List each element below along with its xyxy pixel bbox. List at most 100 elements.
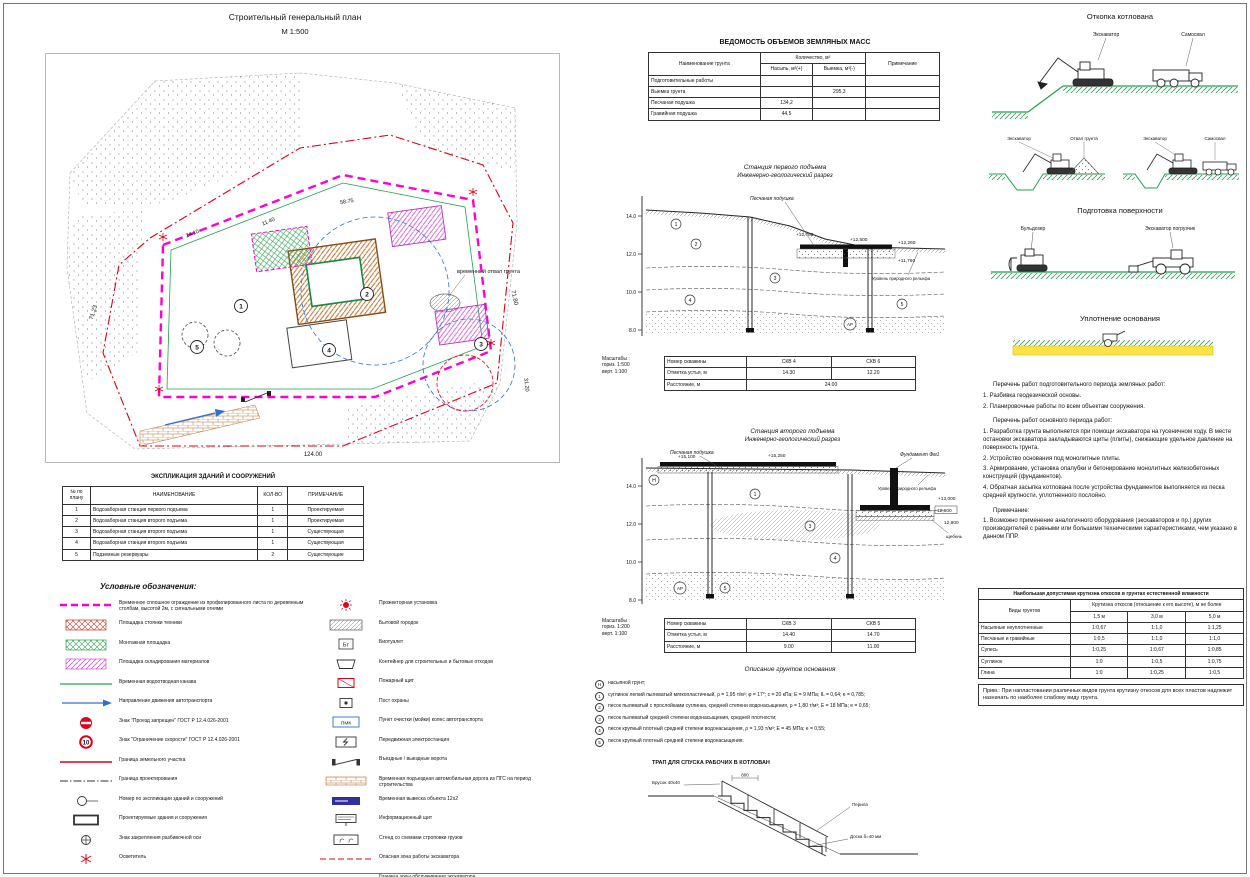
loader-icon (1128, 249, 1194, 275)
cell (812, 96, 867, 110)
legend-column-left: Временное сплошное ограждение из профили… (58, 598, 304, 877)
cell: Супесь (978, 644, 1071, 657)
cell: Наименование грунта (648, 52, 761, 76)
foundation-label: Фундамент Фм1 (900, 452, 940, 458)
land-boundary-icon (58, 755, 114, 769)
legend-item: Контейнер для строительных и бытовых отх… (318, 657, 564, 671)
excavation-title: Откопка котлована (1086, 12, 1154, 21)
stairs-steps (718, 795, 823, 854)
cell: Проектируемая (287, 514, 364, 528)
wheel-wash-icon: ПМК (318, 715, 374, 729)
cell (865, 74, 940, 87)
cell: 5 (62, 548, 91, 561)
cell: Насыпь, м³(+) (759, 63, 814, 76)
guard-post-icon (318, 696, 374, 710)
explication-title: ЭКСПЛИКАЦИЯ ЗДАНИЙ И СООРУЖЕНИЙ (150, 474, 276, 480)
compaction-drawing (1012, 330, 1214, 356)
legend-label: Временная вывеска объекта 12х2 (379, 795, 458, 802)
ground-hatch (1013, 340, 1213, 346)
cell: КОЛ-ВО (257, 486, 289, 505)
buildings-group (250, 204, 490, 369)
elevation-label: +15,100 (678, 454, 696, 460)
legend-label: Биотуалет (379, 639, 404, 645)
tick-label: 8.0 (629, 598, 636, 604)
tick-label: 8.0 (629, 328, 636, 334)
soil-text: песок крупный плотный средней степени во… (608, 737, 744, 744)
foundation-fm1 (860, 505, 930, 511)
cell: 1 (257, 514, 289, 528)
soil-key: 2 (595, 703, 604, 712)
cell: 3,0 м (1127, 610, 1187, 623)
cell: 1 (257, 537, 289, 550)
cell: СКВ 4 (746, 355, 832, 369)
building-number: 5 (195, 345, 199, 352)
legend-item: Направление движения автотранспорта (58, 696, 304, 710)
scale-horizontal: гориз. 1:200 (602, 624, 630, 631)
main-work-item: 2. Устройство основания под монолитные п… (983, 455, 1121, 462)
borehole-skv5 (847, 474, 853, 594)
cell: Выемка грунта (648, 85, 761, 99)
cell: Расстояние, м (664, 640, 747, 653)
soil-pile (1068, 157, 1100, 175)
soil-text: насыпной грунт; (608, 680, 646, 686)
tick-label: 10.0 (626, 290, 636, 296)
legend-label: Контейнер для строительных и бытовых отх… (379, 658, 493, 665)
cell: Песчаная подушка (648, 96, 761, 110)
cell: 2 (62, 514, 91, 528)
cell: Водозаборная станция второго подъема (89, 525, 259, 539)
layer-badges: 1 2 3 4 5 АР (670, 218, 908, 331)
slope-table: Наибольшая допустимая крутизна откосов в… (978, 587, 1245, 680)
waste-container-icon (318, 657, 374, 671)
note-title: Примечание: (993, 507, 1030, 514)
tick-label: 12.0 (626, 252, 636, 258)
legend-label: Граница зоны обслуживания экскаватора (379, 873, 476, 877)
legend-item: Монтажная площадка (58, 638, 304, 652)
layer-number: 4 (834, 556, 837, 562)
section2-scales: Масштабы : гориз. 1:200 верт. 1:100 (602, 618, 660, 637)
legend-label: Временная подъездная автомобильная дорог… (379, 775, 531, 788)
elevation-label: 12,800 (944, 520, 959, 526)
sand-cushion (657, 466, 839, 474)
borehole-skv3 (707, 472, 713, 594)
site-camp-icon (318, 618, 374, 632)
cell (759, 74, 814, 87)
legend-label: Пункт очистки (мойки) колес автотранспор… (379, 717, 483, 723)
elevation-label: 12,600 (937, 508, 952, 514)
ground-hatch (1063, 87, 1238, 93)
cell: 14.40 (746, 629, 832, 642)
cell: 1:1,0 (1185, 632, 1244, 646)
note-item: 1. Возможно применение аналогичного обор… (983, 518, 1237, 540)
legend-label: Информационный щит (379, 815, 433, 821)
speed-value: 10 (83, 740, 90, 746)
legend-item: Стенд со схемами строповки грузов (318, 833, 564, 847)
main-work-item: 1. Разработка грунта выполняется при пом… (983, 429, 1233, 451)
equipment-parking-icon (58, 618, 114, 632)
legend-label: Площадка складирования материалов (119, 659, 210, 665)
cell: НАИМЕНОВАНИЕ (89, 486, 259, 505)
cell: Гравийная подушка (648, 108, 761, 121)
cell: 1:0,67 (1127, 644, 1187, 657)
cell: Подземные резервуары (89, 548, 259, 561)
traffic-arrow (164, 412, 216, 426)
cell: 24.00 (746, 378, 916, 391)
building-number: 2 (365, 292, 369, 299)
cell: Существующая (287, 537, 364, 550)
excavator-icon (1037, 57, 1114, 90)
section1-scales: Масштабы : гориз. 1:500 верт. 1:100 (602, 356, 660, 375)
soil-key: 3 (595, 714, 604, 724)
legend-item: Временная вывеска объекта 12х2 (318, 794, 564, 808)
layer-number: 3 (774, 276, 777, 282)
cell: 1:0,5 (1185, 666, 1244, 680)
site-plan-title: Строительный генеральный план (228, 12, 362, 22)
cell: 14.30 (746, 367, 832, 380)
legend-item: Передвижная электростанция (318, 735, 564, 749)
scale-horizontal: гориз. 1:500 (602, 362, 630, 369)
cell: 1:0,25 (1127, 666, 1187, 680)
temp-dump-label: временный отвал грунта (457, 268, 521, 275)
gate-icon (241, 397, 245, 402)
legend-item: Прожекторная установка (318, 598, 564, 612)
prep-work-item: 2. Планировочные работы по всем объектам… (983, 403, 1145, 410)
cell: 12.20 (830, 367, 916, 380)
legend-label: Направление движения автотранспорта (119, 698, 213, 704)
